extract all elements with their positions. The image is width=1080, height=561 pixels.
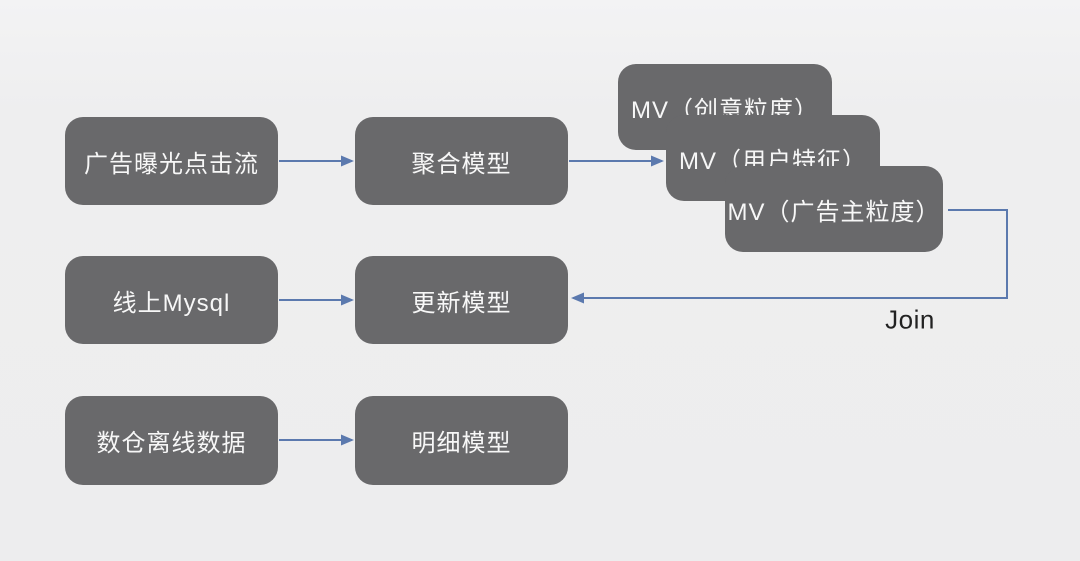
edge-label-join: Join xyxy=(885,304,935,335)
node-label: 聚合模型 xyxy=(411,150,512,178)
node-dw-offline-data: 数仓离线数据 xyxy=(65,396,278,485)
node-aggregate-model: 聚合模型 xyxy=(355,117,568,205)
node-online-mysql: 线上Mysql xyxy=(65,256,278,344)
node-mv-advertiser-granularity: MV（广告主粒度） xyxy=(725,166,943,252)
node-label: 明细模型 xyxy=(411,430,512,457)
node-label: 数仓离线数据 xyxy=(96,430,247,457)
node-label: MV（广告主粒度） xyxy=(727,198,941,226)
node-detail-model: 明细模型 xyxy=(355,396,568,485)
node-label: 线上Mysql xyxy=(112,289,231,317)
node-ad-exposure-click-stream: 广告曝光点击流 xyxy=(65,117,278,205)
node-label: 更新模型 xyxy=(411,289,512,317)
node-update-model: 更新模型 xyxy=(355,256,568,344)
node-label: 广告曝光点击流 xyxy=(84,150,259,178)
